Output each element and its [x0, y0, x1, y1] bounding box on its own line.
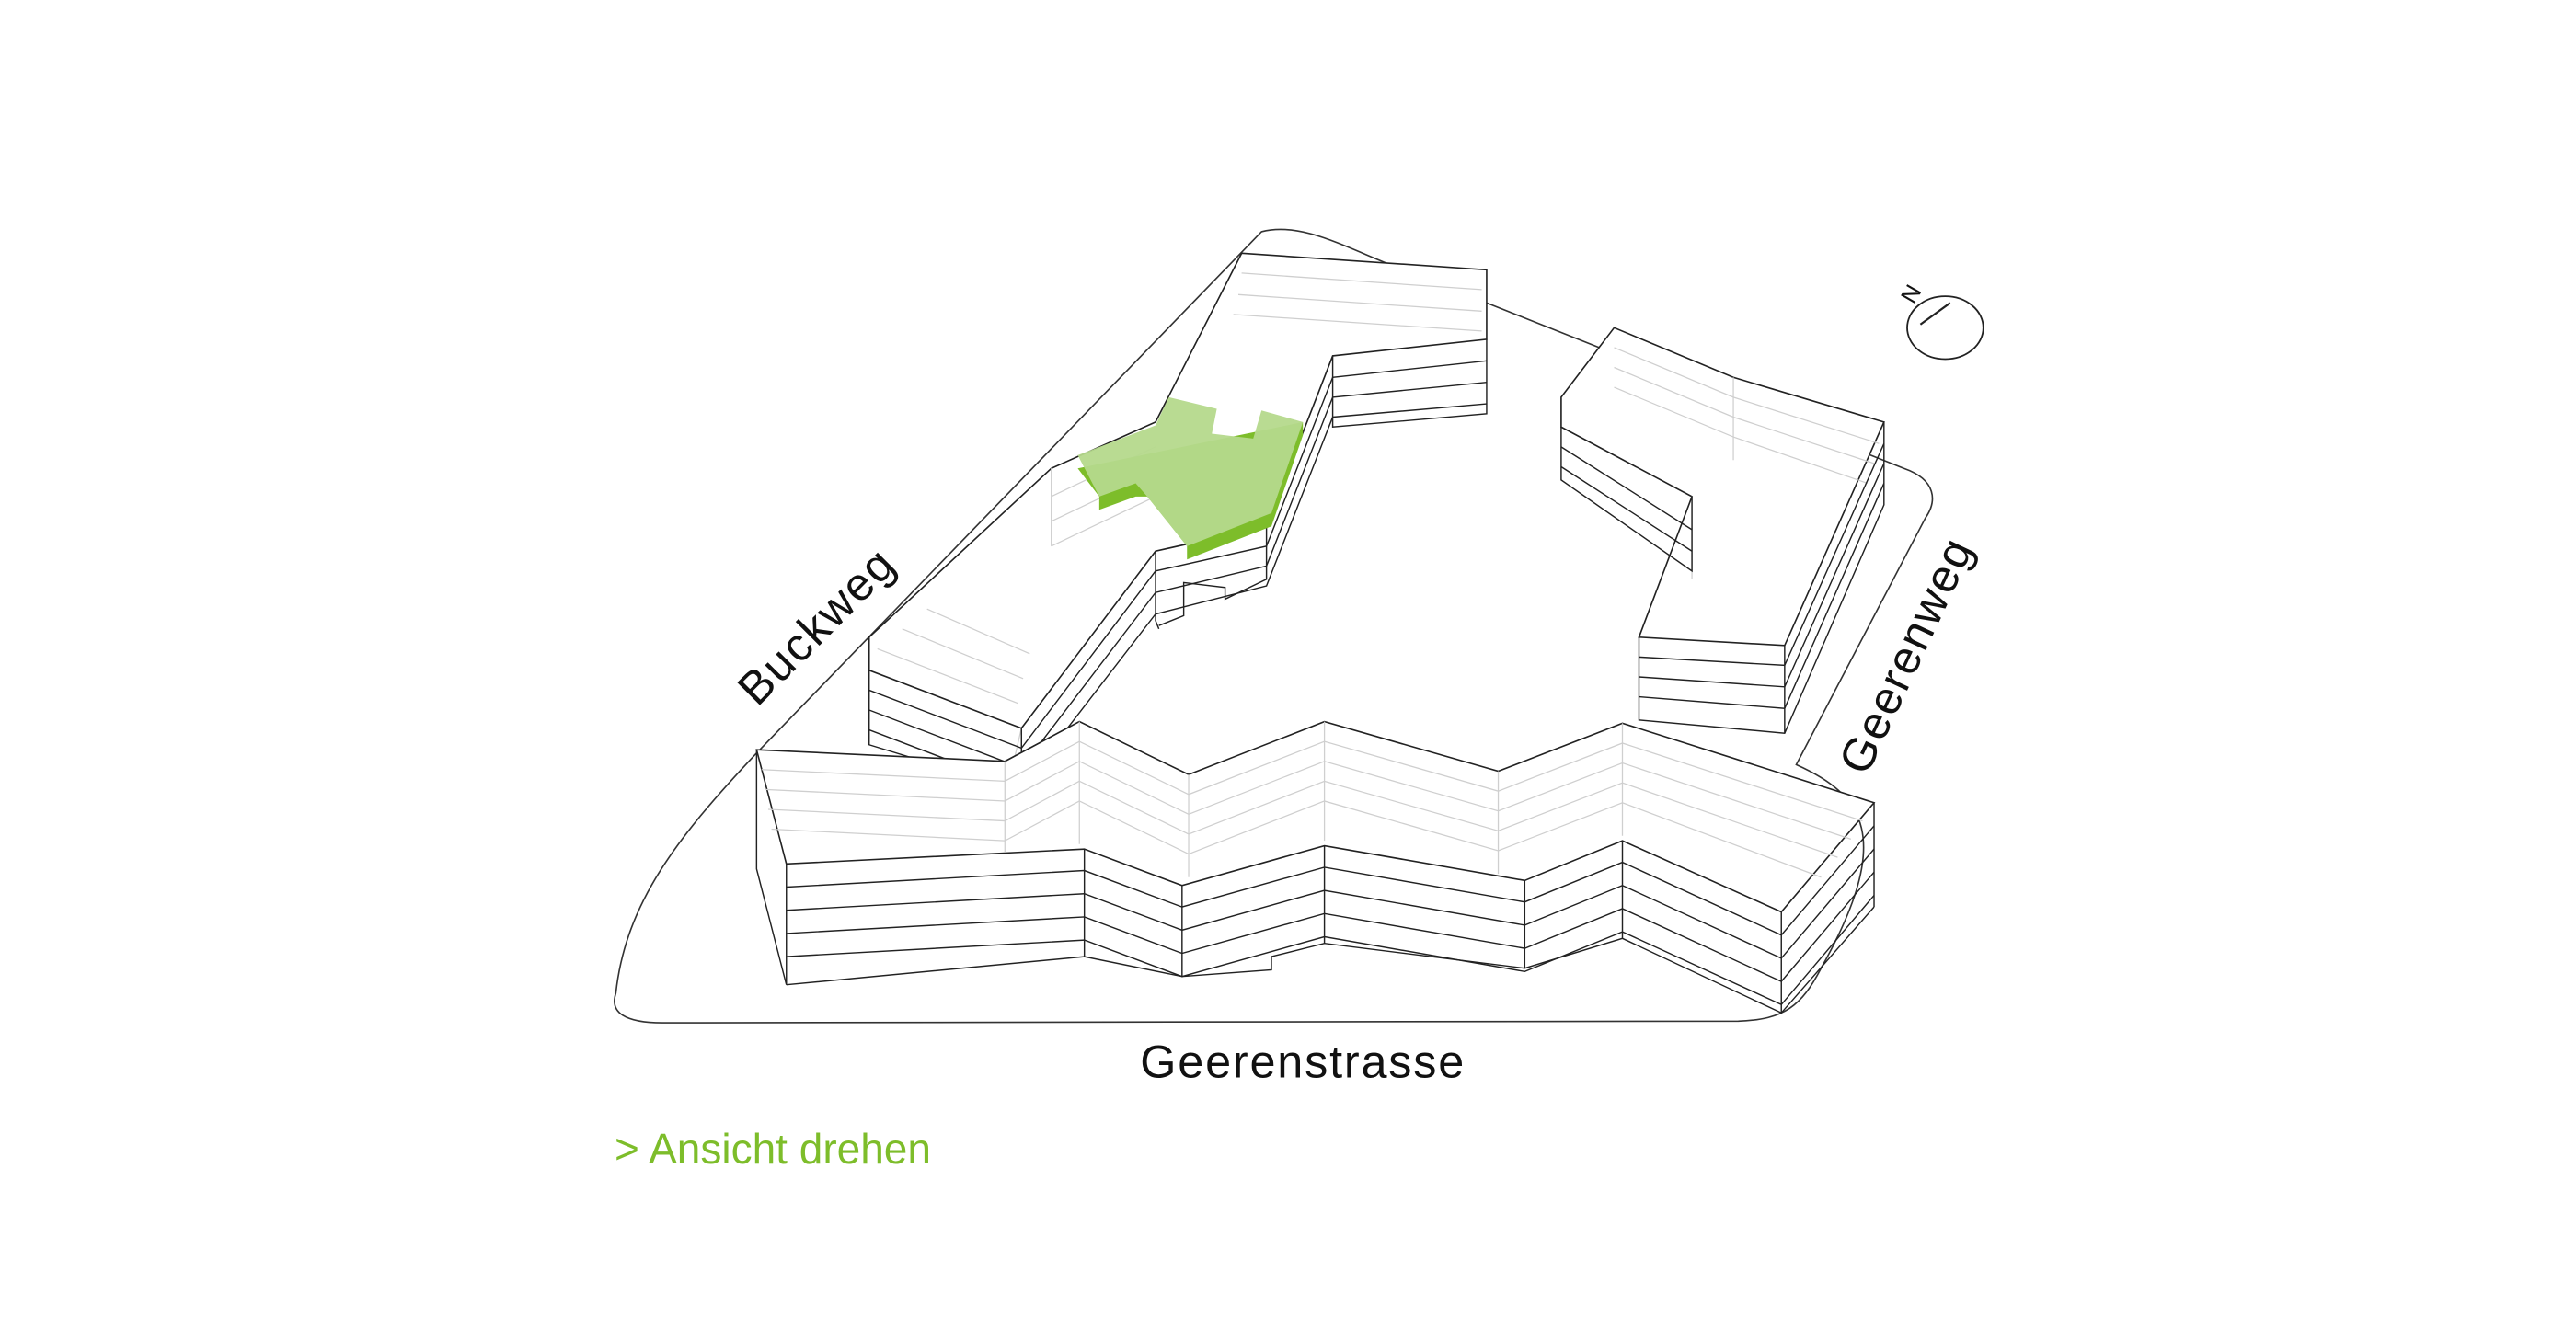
street-label-geerenweg: Geerenweg [1828, 529, 1984, 782]
building-south [755, 720, 1876, 1014]
highlighted-apartment[interactable] [1077, 396, 1304, 560]
building-east [1560, 327, 1885, 734]
street-label-buckweg: Buckweg [727, 537, 905, 716]
site-boundary [614, 228, 1934, 1024]
rotate-view-link[interactable]: > Ansicht drehen [615, 1125, 931, 1173]
north-label: N [1896, 281, 1926, 308]
street-label-geerenstrasse: Geerenstrasse [1140, 1035, 1466, 1087]
north-arrow-icon: N [1896, 281, 1984, 361]
